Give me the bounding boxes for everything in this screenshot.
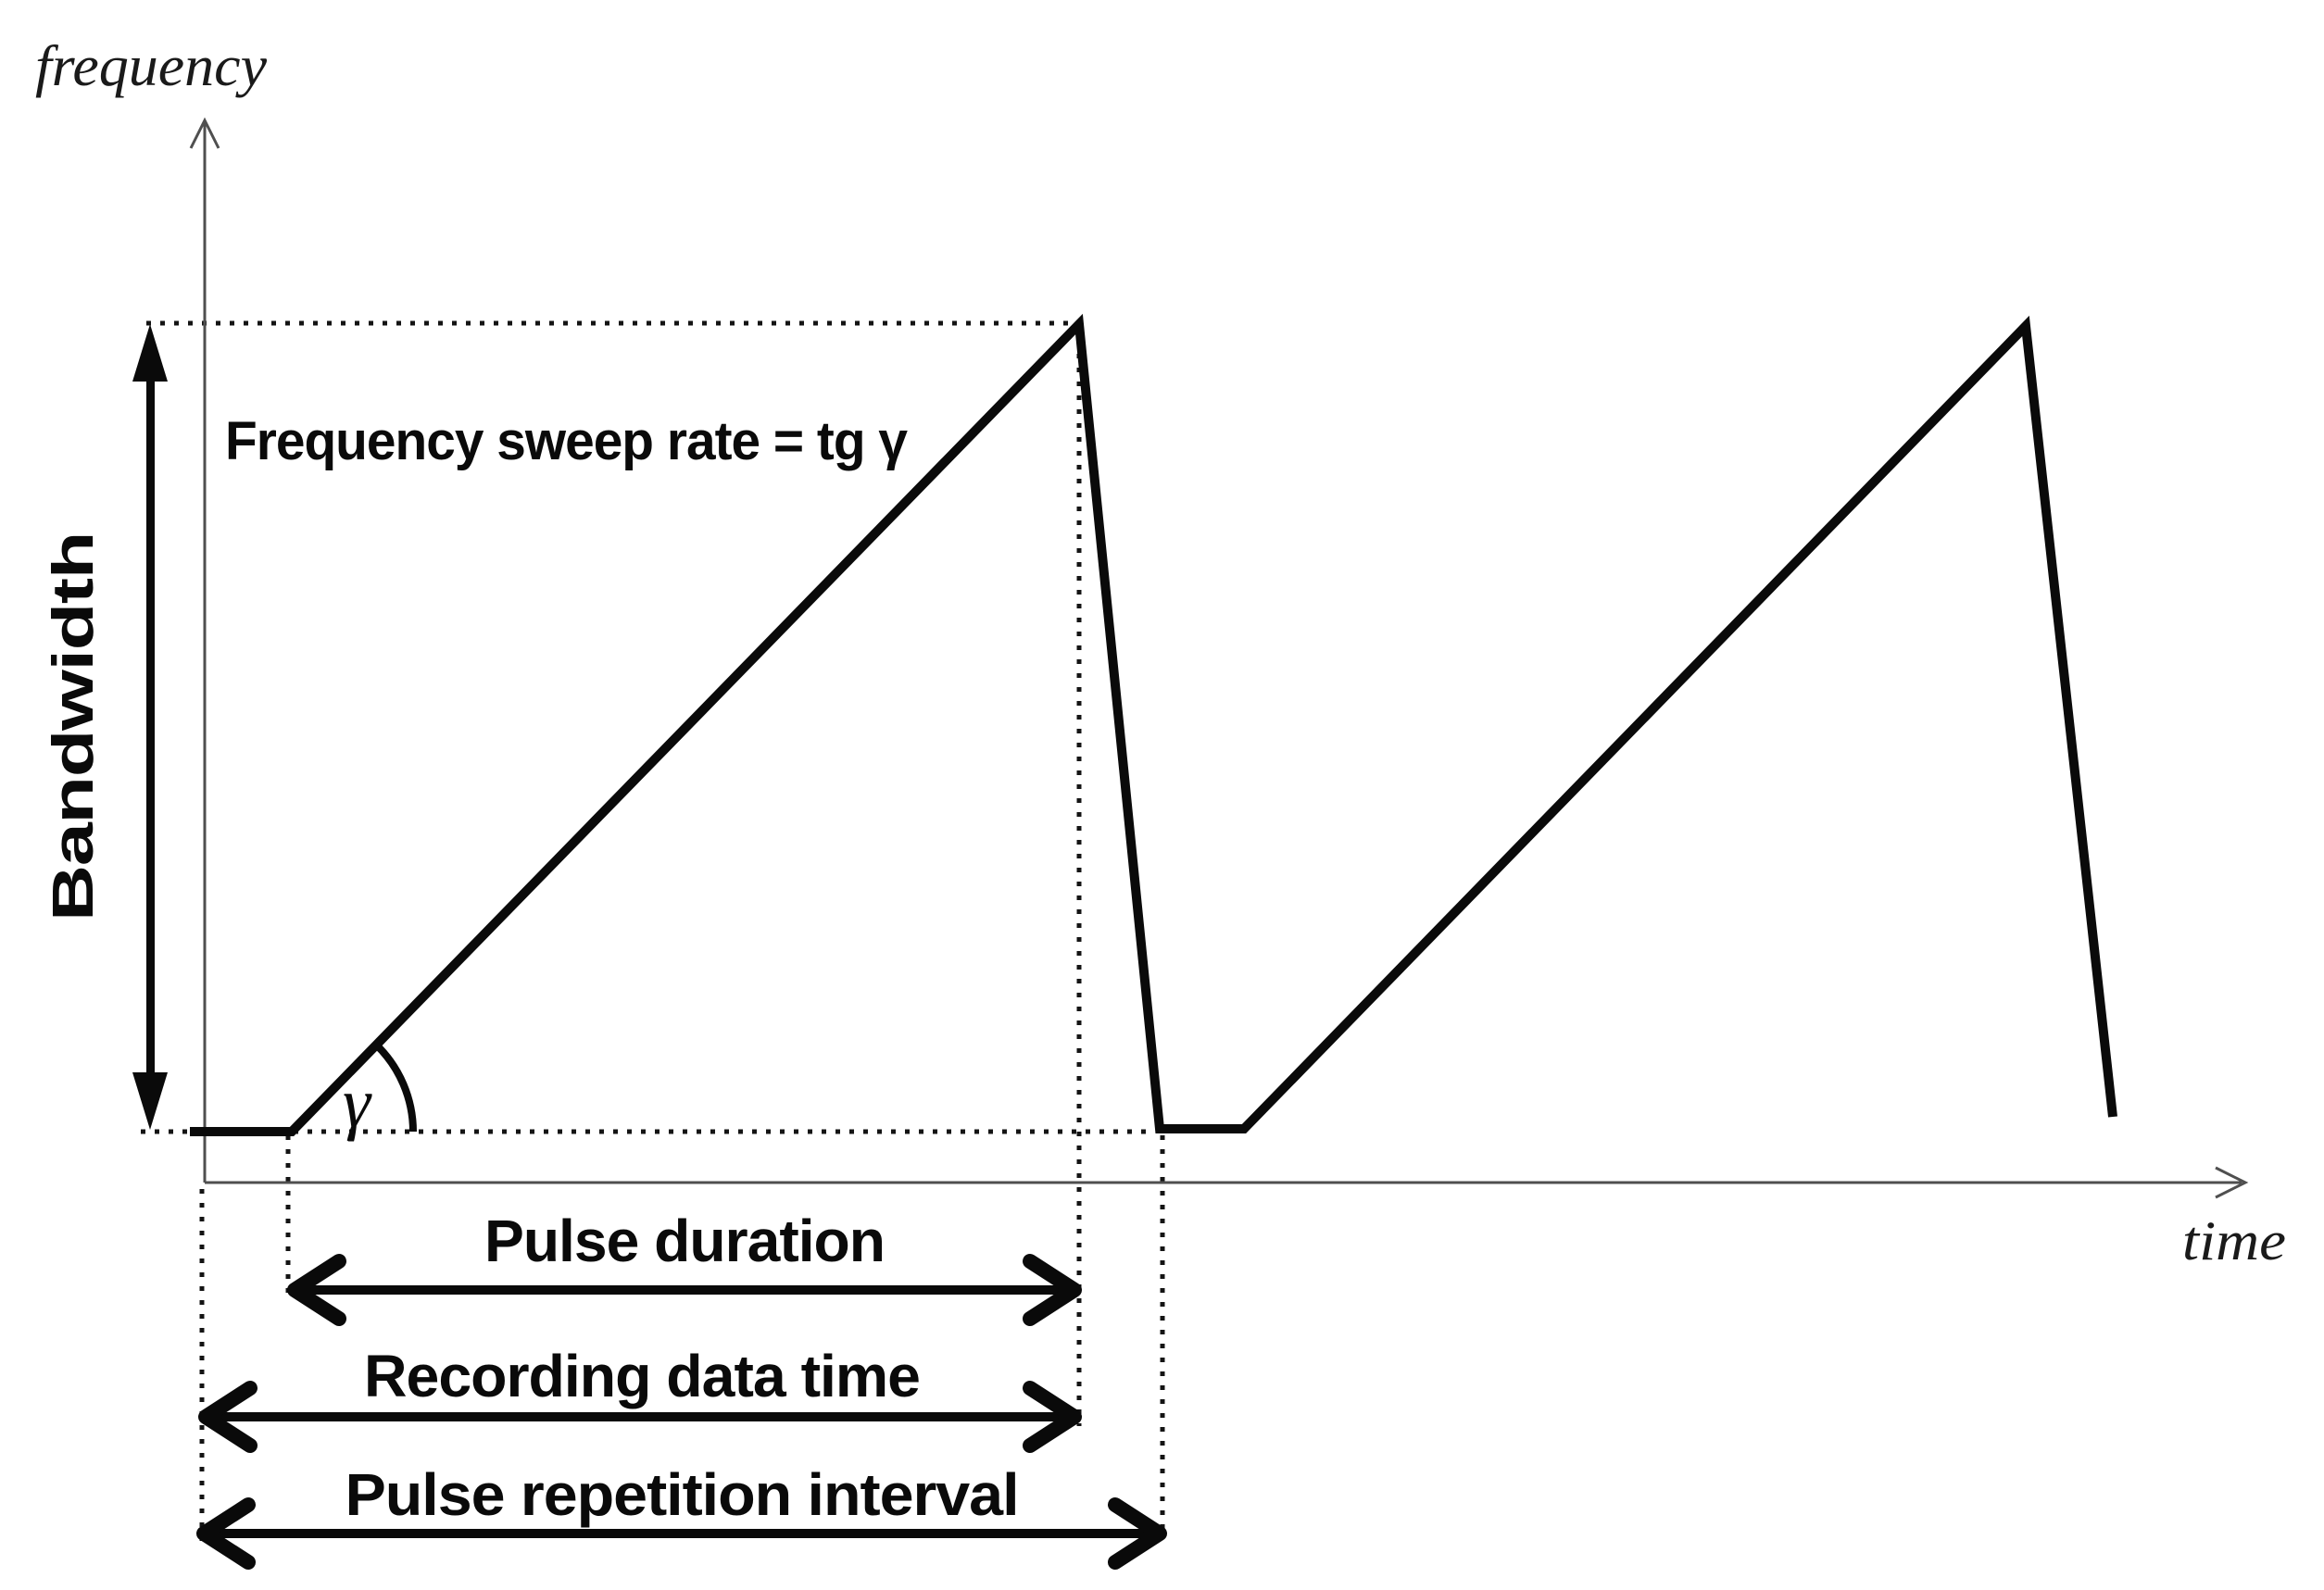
gamma-label: γ (343, 1064, 372, 1142)
bandwidth-label: Bandwidth (42, 532, 106, 921)
gamma-angle-arc (373, 1042, 417, 1133)
bandwidth-arrow-up-head-icon (132, 324, 168, 382)
pulse-repetition-interval-label: Pulse repetition interval (345, 1461, 1019, 1528)
recording-data-time-arrow (198, 1381, 1082, 1453)
frequency-axis-label: frequency (35, 35, 267, 98)
bandwidth-arrow (132, 324, 168, 1130)
chirp-waveform (190, 313, 2117, 1136)
pulse-duration-arrow (287, 1254, 1082, 1326)
axes (189, 117, 2249, 1199)
time-axis-label: time (2182, 1210, 2286, 1271)
recording-arrow-left-head-icon (198, 1381, 258, 1453)
pulse-duration-arrow-left-head-icon (287, 1254, 346, 1326)
recording-data-time-label: Recording data time (364, 1343, 920, 1409)
interval-arrows (196, 1254, 1167, 1570)
recording-arrow-right-head-icon (1023, 1381, 1082, 1453)
bandwidth-arrow-shaft (146, 370, 155, 1083)
pulse-repetition-interval-arrow (196, 1497, 1167, 1570)
dotted-guides (141, 320, 1165, 1548)
pulse-duration-label: Pulse duration (484, 1208, 885, 1274)
pri-arrow-right-head-icon (1108, 1497, 1167, 1570)
y-axis-arrowhead-icon (189, 117, 220, 149)
sweep-rate-label: Frequency sweep rate = tg γ (225, 411, 909, 471)
x-axis-arrowhead-icon (2215, 1166, 2249, 1199)
pulse-duration-arrow-right-head-icon (1023, 1254, 1082, 1326)
pri-arrow-left-head-icon (196, 1497, 256, 1570)
bandwidth-arrow-down-head-icon (132, 1072, 168, 1130)
